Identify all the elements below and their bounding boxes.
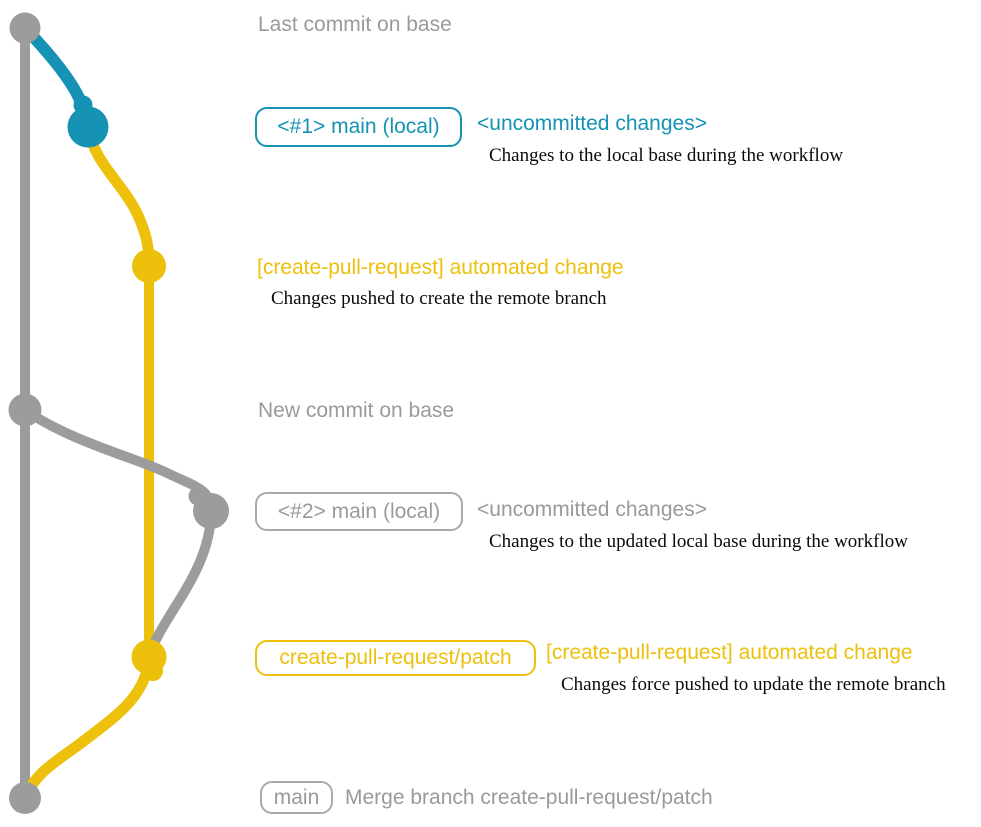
status-uncommitted-changes-2: <uncommitted changes>: [477, 498, 707, 521]
commit-node-main-local-1: [67, 106, 109, 148]
commit-node-patch-2: [131, 639, 167, 675]
branch-badge-main-local-2: <#2> main (local): [255, 492, 463, 531]
heading-last-commit-on-base: Last commit on base: [258, 13, 452, 36]
description-local-base-changes: Changes to the local base during the wor…: [489, 145, 844, 166]
commit-node-base-last: [9, 12, 41, 44]
commit-message-automated-change-2: [create-pull-request] automated change: [546, 641, 913, 664]
description-force-push-update-branch: Changes force pushed to update the remot…: [561, 674, 946, 695]
heading-new-commit-on-base: New commit on base: [258, 399, 455, 422]
commit-message-merge-branch: Merge branch create-pull-request/patch: [345, 786, 713, 809]
branch-badge-create-pull-request-patch: create-pull-request/patch: [255, 640, 536, 676]
commit-node-main-merge: [9, 782, 41, 814]
local-main-branch-curve-2-lower: [145, 506, 216, 662]
commit-message-automated-change-1: [create-pull-request] automated change: [257, 256, 624, 279]
local-main-branch-curve-2-upper: [20, 405, 216, 516]
description-updated-local-base-changes: Changes to the updated local base during…: [489, 531, 908, 552]
patch-branch-curve-upper: [82, 121, 155, 272]
branch-badge-main-local-1: <#1> main (local): [255, 107, 462, 147]
commit-node-main-local-2: [193, 493, 229, 529]
status-uncommitted-changes-1: <uncommitted changes>: [477, 112, 707, 135]
commit-node-base-new: [8, 393, 42, 427]
branch-badge-main: main: [260, 781, 333, 814]
description-push-create-branch: Changes pushed to create the remote bran…: [271, 288, 607, 309]
patch-merge-curve: [20, 651, 155, 802]
commit-node-patch-1: [132, 249, 166, 283]
